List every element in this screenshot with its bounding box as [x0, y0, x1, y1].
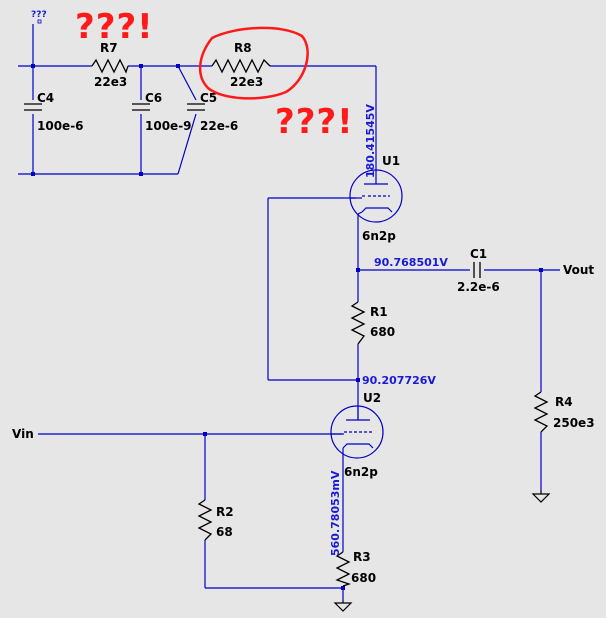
wires: [18, 24, 560, 600]
c1-value: 2.2e-6: [457, 280, 500, 294]
resistor-r7[interactable]: R7 22e3: [91, 41, 129, 89]
c4-label: C4: [37, 91, 54, 105]
red-annotations: ???! ???!: [75, 7, 354, 142]
capacitor-c4[interactable]: C4 100e-6: [24, 91, 84, 133]
c6-label: C6: [145, 91, 162, 105]
u1-anode-voltage: 180.41545V: [364, 104, 377, 178]
r4-value: 250e3: [553, 416, 595, 430]
u1-model: 6n2p: [362, 229, 396, 243]
r1-value: 680: [370, 325, 395, 339]
r3-value: 680: [351, 571, 376, 585]
vin-port-label: Vin: [12, 427, 34, 441]
c1-label: C1: [470, 247, 487, 261]
question-marks-right: ???!: [275, 102, 354, 142]
c6-value: 100e-9: [145, 119, 192, 133]
highlight-circle: [199, 26, 309, 100]
c4-value: 100e-6: [37, 119, 84, 133]
r1-label: R1: [370, 305, 388, 319]
u1-label: U1: [382, 154, 400, 168]
u2-cathode-voltage: 560.78053mV: [329, 470, 342, 556]
resistor-r3[interactable]: R3 680: [335, 550, 376, 587]
r2-value: 68: [216, 525, 233, 539]
r8-value: 22e3: [230, 75, 263, 89]
resistor-r4[interactable]: R4 250e3: [533, 391, 595, 433]
ground-icon: [531, 490, 551, 503]
resistor-r2[interactable]: R2 68: [197, 499, 234, 541]
triode-u2[interactable]: U2 6n2p: [330, 391, 384, 479]
c5-value: 22e-6: [200, 119, 238, 133]
r3-label: R3: [353, 550, 371, 564]
c5-label: C5: [200, 91, 217, 105]
u2-label: U2: [363, 391, 381, 405]
junction-dots: [31, 64, 543, 590]
u2-model: 6n2p: [344, 465, 378, 479]
r2-label: R2: [216, 505, 234, 519]
ground-icon: [333, 600, 353, 612]
pin-marker-box: [37, 19, 42, 24]
r7-value: 22e3: [94, 75, 127, 89]
pin-marker: ???: [31, 10, 47, 20]
question-marks-top: ???!: [75, 7, 154, 47]
u1-cathode-voltage: 90.768501V: [374, 256, 448, 269]
resistor-r1[interactable]: R1 680: [350, 301, 395, 345]
vout-port-label: Vout: [563, 263, 594, 277]
capacitor-c6[interactable]: C6 100e-9: [132, 91, 192, 133]
capacitor-c1[interactable]: C1 2.2e-6: [457, 247, 500, 294]
r8-label: R8: [234, 41, 252, 55]
resistor-r8[interactable]: R8 22e3: [211, 41, 271, 89]
u2-anode-voltage: 90.207726V: [362, 374, 436, 387]
r4-label: R4: [555, 395, 573, 409]
triode-u1[interactable]: U1 6n2p: [349, 154, 403, 243]
r7-label: R7: [100, 41, 118, 55]
capacitor-c5[interactable]: C5 22e-6: [187, 91, 238, 133]
